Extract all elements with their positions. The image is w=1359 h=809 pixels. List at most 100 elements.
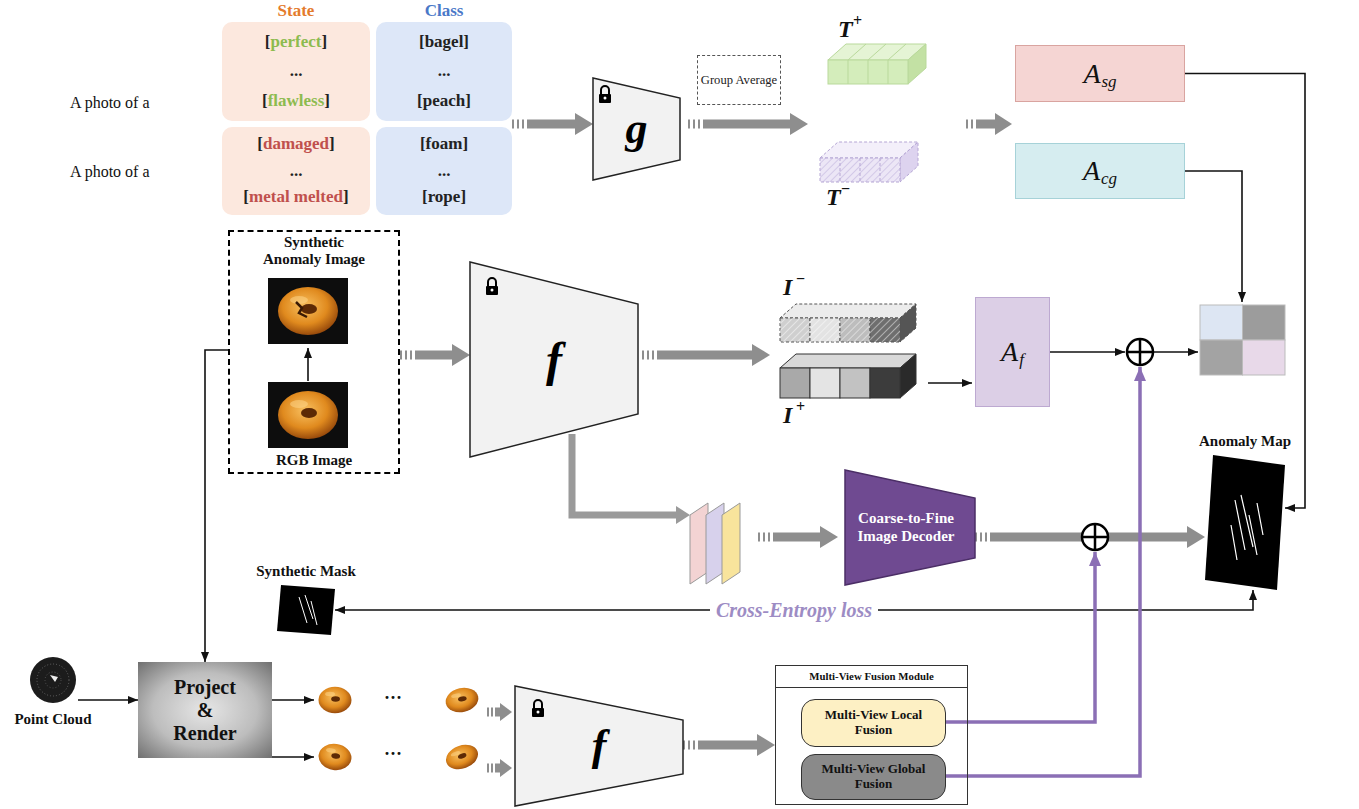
- math-subscript: f: [1019, 350, 1024, 370]
- image-feature-positive: [780, 354, 916, 398]
- arrow-head: [757, 734, 775, 756]
- graphic-part: [1200, 305, 1243, 340]
- image-encoder: f: [515, 686, 683, 806]
- graphic-part: [690, 503, 708, 584]
- graphic-part: [45, 672, 61, 688]
- graphic-part: [593, 78, 680, 180]
- process-label: Project & Render: [169, 676, 241, 745]
- add-symbol: [1127, 339, 1153, 365]
- math-subscript: cg: [1101, 169, 1117, 189]
- graphic-part: [37, 664, 69, 696]
- feature-superscript: +: [853, 12, 862, 30]
- connector: [683, 734, 775, 756]
- connector-line: [1185, 74, 1305, 509]
- connector-line: [683, 741, 757, 750]
- graphic-part: [642, 351, 752, 360]
- connector: [205, 350, 228, 662]
- prompt-prefix: A photo of a: [70, 94, 150, 112]
- synthetic-anomaly-image: [268, 278, 348, 344]
- feature-symbol: I: [783, 274, 792, 301]
- prompt-keyword: damaged: [263, 134, 329, 153]
- graphic-part: [277, 585, 335, 635]
- render-arrow: [272, 699, 314, 701]
- prompt-keyword: peach: [423, 91, 466, 110]
- graphic-part: [443, 685, 480, 715]
- process-label: Multi-View Global Fusion: [810, 762, 937, 792]
- edge-label: Cross-Entropy loss: [710, 598, 878, 622]
- graphic-part: [820, 158, 900, 182]
- graphic-part: [1082, 524, 1108, 550]
- math-symbol: A: [1001, 336, 1018, 368]
- shape-outline: [277, 585, 335, 635]
- shape-outline: [28, 655, 78, 705]
- anomaly-score-box: Asg: [1015, 45, 1185, 102]
- feature-superscript: −: [841, 180, 850, 198]
- graphic-part: [1082, 524, 1108, 550]
- encoder-label: f: [546, 332, 562, 387]
- graphic-part: [1127, 339, 1153, 365]
- connector: [1185, 74, 1305, 509]
- feature-stack: [690, 503, 740, 584]
- graphic-part: [1243, 305, 1286, 340]
- graphic-part: [676, 506, 690, 524]
- flow-arrow: [487, 113, 1012, 777]
- prompt-word: [foam]: [420, 135, 468, 154]
- encoder-label: g: [626, 104, 648, 155]
- shape-outline: [1205, 455, 1285, 590]
- graphic-part: [1205, 455, 1285, 590]
- module-heading: Multi-View Fusion Module: [776, 666, 967, 688]
- feature-superscript: −: [796, 270, 805, 288]
- image-decoder: Coarse-to-Fine Image Decoder: [845, 470, 975, 585]
- connector-line: [400, 351, 452, 360]
- graphic-part: [486, 278, 498, 295]
- prompt-word: ...: [438, 162, 451, 181]
- graphic-part: [268, 382, 348, 448]
- math-symbol: A: [1083, 155, 1100, 187]
- connector-line: [205, 350, 228, 662]
- group-caption: RGB Image: [276, 452, 352, 469]
- graphic-part: [443, 741, 482, 774]
- feature-superscript: +: [796, 398, 805, 416]
- graphic-part: [780, 354, 916, 368]
- graphic-part: [487, 708, 500, 717]
- graphic-part: [840, 368, 870, 398]
- graphic-part: [780, 304, 916, 318]
- prompt-prefix: A photo of a: [70, 163, 150, 181]
- graphic-part: [1127, 339, 1153, 365]
- ellipsis: ···: [384, 688, 402, 709]
- graphic-part: [706, 503, 724, 584]
- column-heading: Class: [376, 1, 512, 21]
- prompt-word: ...: [290, 62, 303, 81]
- graphic-part: [900, 142, 918, 182]
- input-image-group: Synthetic Anomaly ImageRGB Image: [228, 230, 400, 474]
- fused-anomaly-map: [1200, 305, 1285, 375]
- connector: [78, 700, 138, 701]
- math-symbol: A: [1083, 58, 1100, 90]
- graphic-part: [900, 354, 916, 398]
- text-feature-positive: [828, 44, 926, 84]
- group-average-box: Group Average: [697, 55, 781, 105]
- graphic-part: [572, 434, 676, 515]
- graphic-part: [299, 595, 317, 625]
- image-feature-negative: [780, 304, 916, 342]
- state-prompt-box: [damaged]...[metal melted]: [222, 127, 370, 215]
- connector-line: [78, 699, 138, 701]
- augment-arrow: [307, 348, 309, 381]
- graphic-part: [278, 391, 338, 439]
- local-fusion-box: Multi-View Local Fusion: [801, 699, 946, 747]
- graphic-part: [758, 533, 820, 542]
- add-symbol: [1082, 524, 1108, 550]
- graphic-part: [900, 304, 916, 342]
- graphic-part: [296, 302, 307, 317]
- encoder-label: f: [592, 721, 607, 772]
- prompt-word: [metal melted]: [243, 188, 348, 207]
- graphic-part: [820, 158, 900, 182]
- prompt-keyword: bagel: [425, 32, 464, 51]
- connector: [400, 344, 470, 366]
- graphic-part: [810, 368, 840, 398]
- graphic-part: [50, 675, 58, 682]
- graphic-part: [515, 686, 683, 806]
- text-feature-negative: [820, 142, 918, 182]
- prompt-keyword: flawless: [268, 91, 325, 110]
